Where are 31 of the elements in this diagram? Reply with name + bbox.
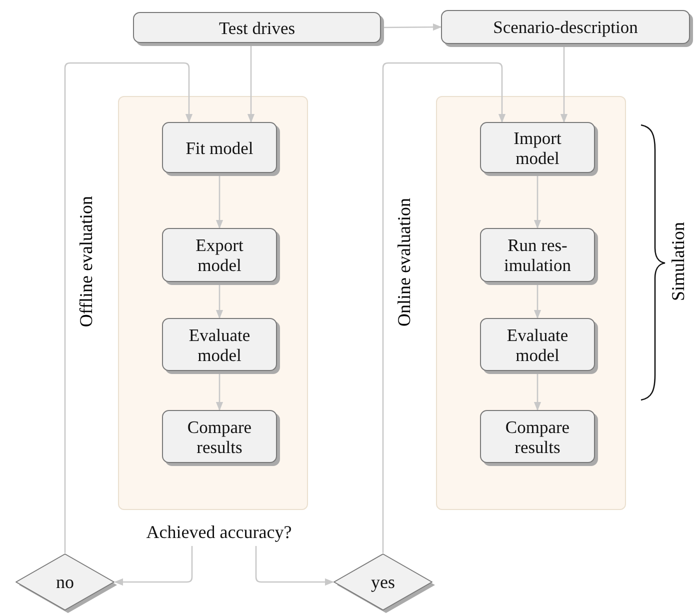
arrow [216, 282, 224, 319]
arrow [534, 282, 542, 319]
arrow [534, 173, 542, 229]
arrow [560, 44, 568, 123]
process-box: Test drives [133, 12, 381, 43]
arrow [247, 43, 255, 123]
question-text: Achieved accuracy? [140, 518, 298, 546]
group-label: Simulation [668, 222, 688, 302]
arrow [216, 173, 224, 229]
process-box: Compare results [480, 410, 595, 463]
arrow [534, 371, 542, 411]
process-box: Fit model [162, 122, 277, 173]
process-box: Evaluate model [162, 318, 277, 371]
process-box: Evaluate model [480, 318, 595, 371]
decision-diamond: yes [333, 553, 433, 611]
process-box: Export model [162, 228, 277, 282]
process-box: Run res- imulation [480, 228, 595, 282]
process-box: Scenario-description [441, 10, 690, 44]
arrow [216, 371, 224, 411]
group-label: Offline evaluation [76, 196, 96, 328]
group-panel [436, 96, 626, 510]
group-panel [118, 96, 308, 510]
decision-diamond: no [15, 553, 115, 611]
process-box: Import model [480, 122, 595, 173]
process-box: Compare results [162, 410, 277, 463]
arrow [381, 23, 442, 31]
arrow [64, 62, 193, 553]
arrow [382, 62, 506, 553]
arrow [255, 546, 334, 586]
group-label: Online evaluation [394, 198, 414, 326]
arrow [114, 546, 193, 586]
